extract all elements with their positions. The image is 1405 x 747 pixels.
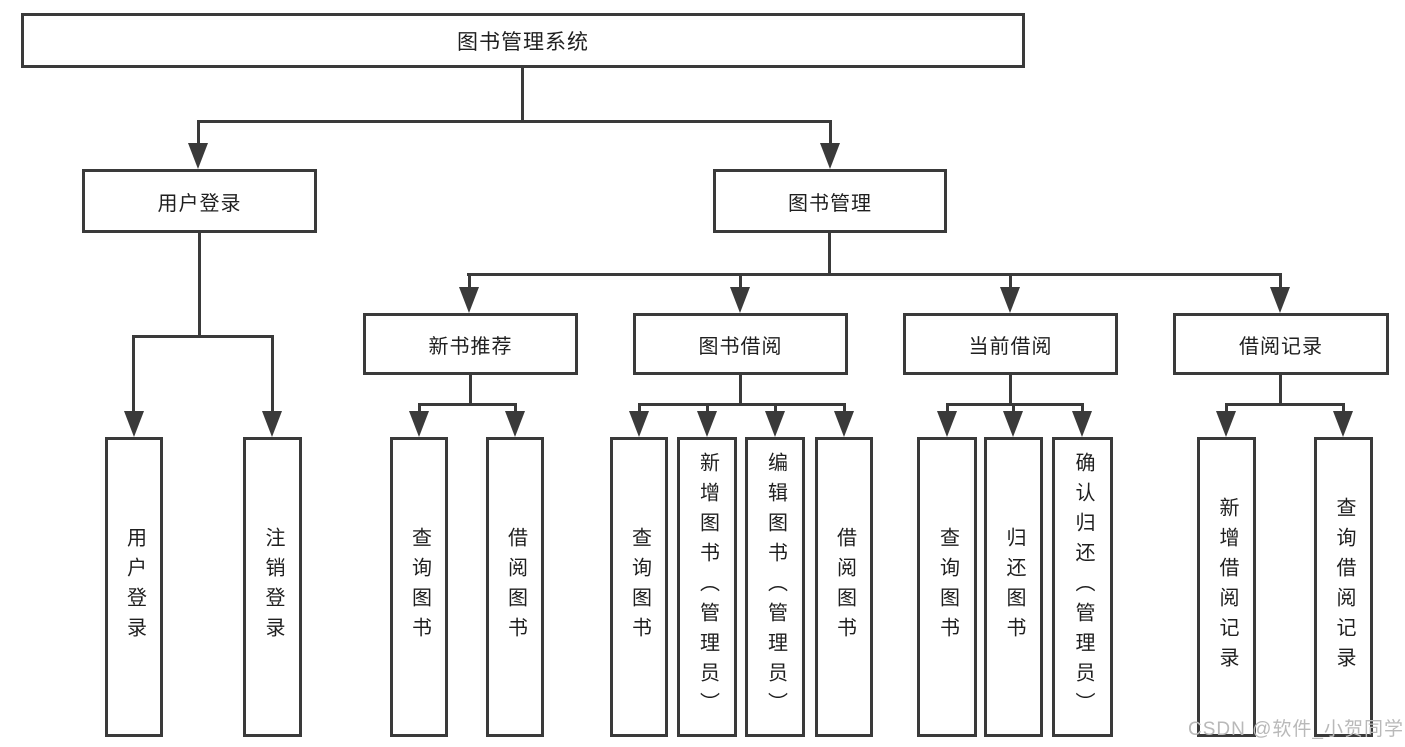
leaf-logout: 注销登录 bbox=[243, 437, 302, 737]
node-new-book-recommend: 新书推荐 bbox=[363, 313, 578, 375]
connector-bookmgmt-drop bbox=[1279, 273, 1282, 291]
connector-bookmgmt-drop bbox=[468, 273, 471, 291]
connector-bookmgmt-stem bbox=[828, 233, 831, 275]
leaf-user-login: 用户登录 bbox=[105, 437, 163, 737]
node-user-login: 用户登录 bbox=[82, 169, 317, 233]
connector-record-drop bbox=[1342, 403, 1345, 415]
leaf-borrow-edit-admin: 编辑图书（管理员） bbox=[745, 437, 805, 737]
leaf-borrow-query: 查询图书 bbox=[610, 437, 668, 737]
connector-root-drop-right bbox=[829, 120, 832, 148]
arrow-down-icon bbox=[629, 411, 649, 437]
leaf-newbook-query: 查询图书 bbox=[390, 437, 448, 737]
leaf-newbook-borrow: 借阅图书 bbox=[486, 437, 544, 737]
connector-current-drop bbox=[1012, 403, 1015, 415]
leaf-record-query: 查询借阅记录 bbox=[1314, 437, 1373, 737]
node-root: 图书管理系统 bbox=[21, 13, 1025, 68]
watermark: CSDN @软件_小贺同学 bbox=[1188, 719, 1404, 740]
connector-borrow-hbar bbox=[638, 403, 846, 406]
connector-userlogin-drop-left bbox=[132, 335, 135, 415]
leaf-current-confirm-admin: 确认归还（管理员） bbox=[1052, 437, 1113, 737]
connector-root-drop-left bbox=[197, 120, 200, 148]
leaf-current-query: 查询图书 bbox=[917, 437, 977, 737]
connector-current-drop bbox=[1081, 403, 1084, 415]
connector-bookmgmt-drop bbox=[1009, 273, 1012, 291]
connector-borrow-drop bbox=[638, 403, 641, 415]
arrow-down-icon bbox=[834, 411, 854, 437]
arrow-down-icon bbox=[459, 287, 479, 313]
connector-bookmgmt-drop bbox=[739, 273, 742, 291]
arrow-down-icon bbox=[820, 143, 840, 169]
connector-borrow-stem bbox=[739, 375, 742, 405]
arrow-down-icon bbox=[124, 411, 144, 437]
connector-newbook-stem bbox=[469, 375, 472, 405]
arrow-down-icon bbox=[1270, 287, 1290, 313]
connector-newbook-drop bbox=[514, 403, 517, 415]
arrow-down-icon bbox=[765, 411, 785, 437]
leaf-borrow-add-admin: 新增图书（管理员） bbox=[677, 437, 737, 737]
connector-bookmgmt-hbar bbox=[467, 273, 1281, 276]
arrow-down-icon bbox=[1000, 287, 1020, 313]
connector-borrow-drop bbox=[843, 403, 846, 415]
connector-current-stem bbox=[1009, 375, 1012, 405]
arrow-down-icon bbox=[409, 411, 429, 437]
node-book-management: 图书管理 bbox=[713, 169, 947, 233]
connector-record-hbar bbox=[1225, 403, 1345, 406]
connector-current-hbar bbox=[946, 403, 1084, 406]
node-borrow-record: 借阅记录 bbox=[1173, 313, 1389, 375]
connector-newbook-hbar bbox=[418, 403, 517, 406]
connector-record-drop bbox=[1225, 403, 1228, 415]
arrow-down-icon bbox=[1216, 411, 1236, 437]
connector-record-stem bbox=[1279, 375, 1282, 405]
arrow-down-icon bbox=[1003, 411, 1023, 437]
connector-current-drop bbox=[946, 403, 949, 415]
connector-newbook-drop bbox=[418, 403, 421, 415]
connector-userlogin-drop-right bbox=[271, 335, 274, 415]
node-book-borrow: 图书借阅 bbox=[633, 313, 848, 375]
arrow-down-icon bbox=[730, 287, 750, 313]
connector-userlogin-hbar bbox=[132, 335, 274, 338]
leaf-current-return: 归还图书 bbox=[984, 437, 1043, 737]
arrow-down-icon bbox=[697, 411, 717, 437]
arrow-down-icon bbox=[1333, 411, 1353, 437]
node-current-borrow: 当前借阅 bbox=[903, 313, 1118, 375]
arrow-down-icon bbox=[505, 411, 525, 437]
leaf-record-add: 新增借阅记录 bbox=[1197, 437, 1256, 737]
leaf-borrow-borrow: 借阅图书 bbox=[815, 437, 873, 737]
connector-borrow-drop bbox=[774, 403, 777, 415]
connector-userlogin-stem bbox=[198, 233, 201, 335]
arrow-down-icon bbox=[937, 411, 957, 437]
arrow-down-icon bbox=[262, 411, 282, 437]
connector-root-stem bbox=[521, 68, 524, 120]
arrow-down-icon bbox=[188, 143, 208, 169]
arrow-down-icon bbox=[1072, 411, 1092, 437]
connector-root-hbar bbox=[197, 120, 832, 123]
connector-borrow-drop bbox=[706, 403, 709, 415]
